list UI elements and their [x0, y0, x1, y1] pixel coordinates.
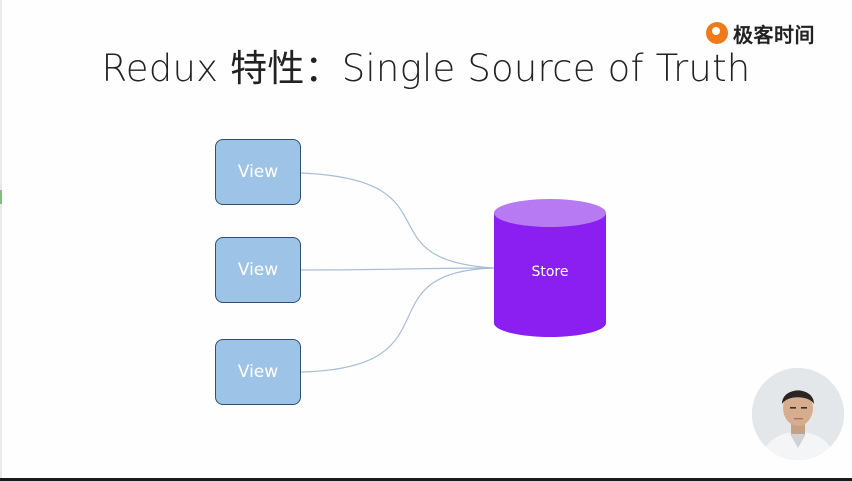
view-label: View: [237, 162, 279, 182]
store-label: Store: [531, 264, 569, 280]
presenter-avatar-icon: [752, 368, 844, 460]
view-label: View: [237, 260, 279, 280]
brand-logo: 极客时间: [706, 18, 815, 48]
brand-name: 极客时间: [733, 22, 815, 47]
connector-view-1-store: [300, 172, 495, 269]
slide-title: Redux 特性：Single Source of Truth: [101, 47, 751, 90]
presenter-video-thumbnail: [752, 368, 844, 460]
slide-bottom-bar: [0, 478, 852, 481]
slide-left-edge: [0, 0, 2, 481]
view-box-3: View: [215, 339, 301, 405]
slide-edge-marker: [0, 190, 2, 204]
view-box-1: View: [215, 139, 301, 205]
geektime-logo-icon: [706, 22, 728, 44]
store-cylinder: [494, 199, 606, 337]
view-box-2: View: [215, 237, 301, 303]
connector-view-2-store: [300, 267, 495, 271]
connector-view-3-store: [300, 267, 495, 373]
view-label: View: [237, 362, 279, 382]
